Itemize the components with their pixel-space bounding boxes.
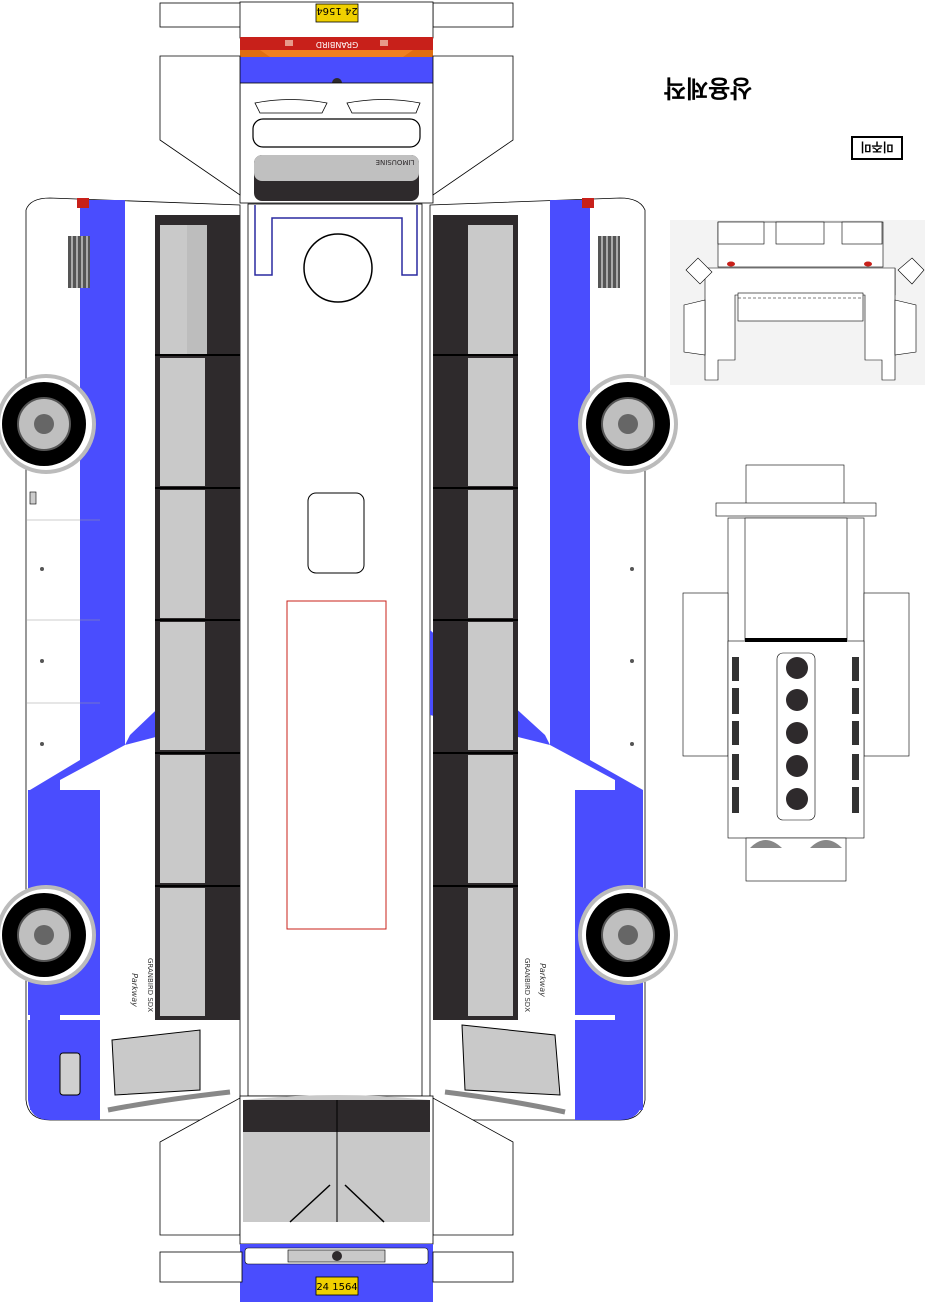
accessory-piece-top xyxy=(670,220,925,385)
roof-hatch-round xyxy=(303,233,373,303)
left-side-body: GRANBIRD SDX Parkway xyxy=(0,197,241,1121)
rear-plate-text: 24 1564 xyxy=(316,5,357,16)
left-side-model: GRANBIRD SDX xyxy=(146,958,154,1012)
roof-panel xyxy=(247,203,423,1097)
accessory-piece-roof-ac xyxy=(682,464,910,882)
roof-ac-outline xyxy=(286,600,387,930)
front-license-plate xyxy=(315,1276,359,1296)
sheet-title: 상용제작 xyxy=(664,74,752,102)
rear-end-piece: 24 1564 GRANBIRD LIMOUSINE xyxy=(159,1,514,204)
left-rear-wheel xyxy=(0,374,96,474)
right-side-body: GRANBIRD SDX Parkway xyxy=(429,197,678,1121)
right-side-model: GRANBIRD SDX xyxy=(523,958,531,1012)
right-rear-wheel xyxy=(578,374,678,474)
rear-license-plate xyxy=(315,3,359,23)
right-side-script: Parkway xyxy=(538,963,547,997)
right-front-wheel xyxy=(578,885,678,985)
left-front-wheel xyxy=(0,885,96,985)
roof-hatch xyxy=(307,492,365,574)
label-box xyxy=(851,136,903,160)
label-box-text: 미주미 xyxy=(860,140,893,155)
rear-brand-text: GRANBIRD xyxy=(316,40,358,49)
windshield-text: LIMOUSINE xyxy=(376,158,415,166)
front-plate-text: 24 1564 xyxy=(316,1282,357,1293)
left-side-script: Parkway xyxy=(130,973,139,1007)
front-end-piece: 24 1564 xyxy=(159,1095,514,1302)
